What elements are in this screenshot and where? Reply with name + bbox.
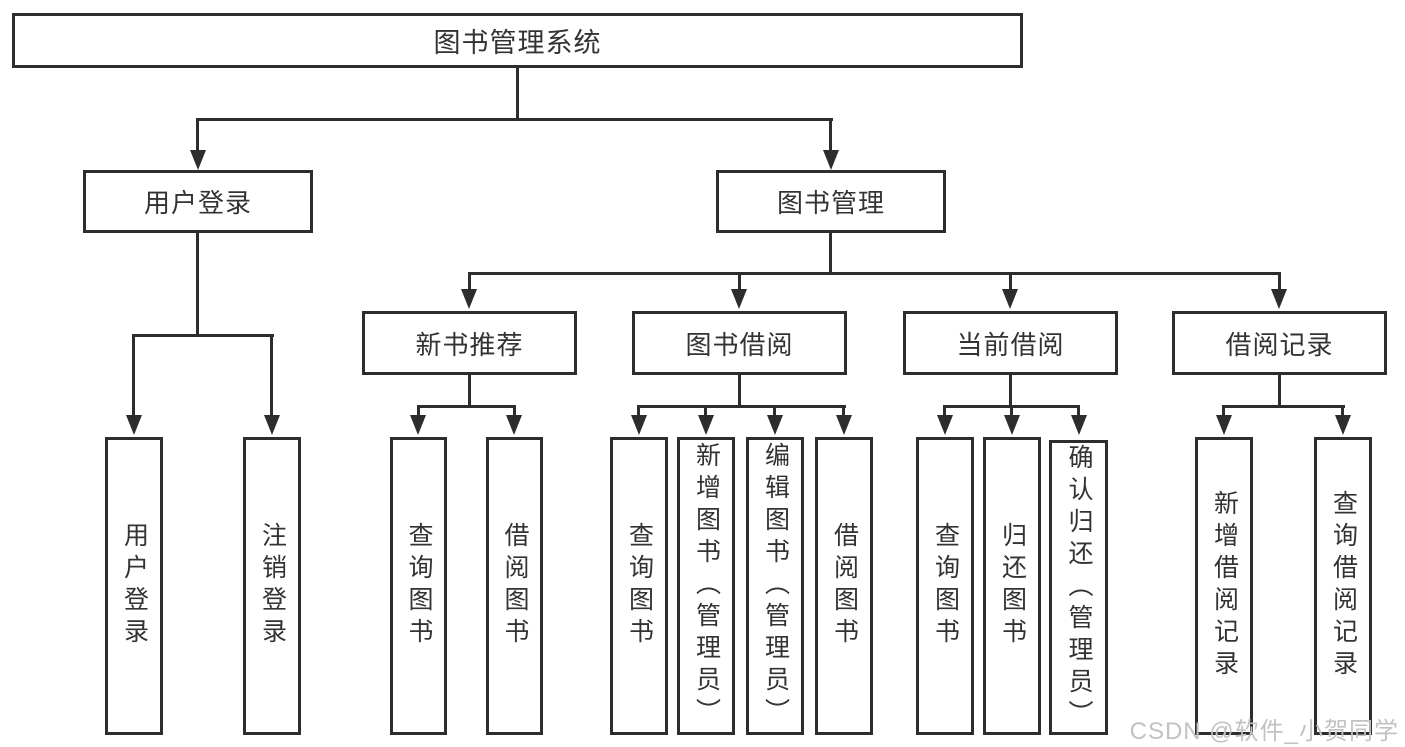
node-current-borrowing: 当前借阅 — [903, 311, 1118, 375]
arrowhead-down-icon — [126, 415, 142, 435]
connector-line — [1278, 375, 1281, 408]
connector-line — [513, 405, 516, 418]
connector-line — [842, 405, 845, 418]
arrowhead-down-icon — [1071, 415, 1087, 435]
arrowhead-down-icon — [823, 150, 839, 170]
leaf-current-confirm-label: 确认归还（管理员） — [1065, 443, 1093, 732]
connector-line — [1222, 405, 1345, 408]
connector-line — [1341, 405, 1344, 418]
arrowhead-down-icon — [767, 415, 783, 435]
arrowhead-down-icon — [1002, 289, 1018, 309]
leaf-newbooks-query-label: 查询图书 — [405, 522, 433, 650]
node-current-borrowing-label: 当前借阅 — [956, 329, 1065, 360]
leaf-records-add-label: 新增借阅记录 — [1210, 490, 1239, 682]
node-book-borrowing: 图书借阅 — [632, 311, 847, 375]
leaf-user-login-label: 用户登录 — [120, 522, 149, 650]
arrowhead-down-icon — [731, 289, 747, 309]
node-book-mgmt: 图书管理 — [716, 170, 946, 233]
leaf-borrowing-add-label: 新增图书（管理员） — [692, 442, 721, 730]
leaf-records-add: 新增借阅记录 — [1195, 437, 1253, 735]
connector-line — [417, 405, 420, 418]
connector-line — [738, 272, 741, 293]
arrowhead-down-icon — [264, 415, 280, 435]
node-new-books-label: 新书推荐 — [415, 329, 524, 360]
connector-line — [1077, 405, 1080, 418]
connector-line — [196, 118, 833, 121]
connector-line — [1222, 405, 1225, 418]
connector-line — [516, 68, 519, 121]
node-book-borrowing-label: 图书借阅 — [685, 329, 794, 360]
arrowhead-down-icon — [461, 289, 477, 309]
node-root-label: 图书管理系统 — [433, 28, 602, 58]
connector-line — [637, 405, 846, 408]
connector-line — [829, 118, 832, 152]
connector-line — [738, 375, 741, 408]
connector-line — [1278, 272, 1281, 293]
connector-line — [132, 334, 274, 337]
leaf-records-query-label: 查询借阅记录 — [1329, 490, 1358, 682]
arrowhead-down-icon — [698, 415, 714, 435]
connector-line — [773, 405, 776, 418]
leaf-current-return: 归还图书 — [983, 437, 1041, 735]
node-user-login: 用户登录 — [83, 170, 313, 233]
connector-line — [1010, 405, 1013, 418]
leaf-current-confirm: 确认归还（管理员） — [1049, 440, 1108, 735]
arrowhead-down-icon — [1335, 415, 1351, 435]
arrowhead-down-icon — [836, 415, 852, 435]
connector-line — [468, 272, 1281, 275]
connector-line — [1009, 375, 1012, 408]
leaf-borrowing-edit-label: 编辑图书（管理员） — [761, 442, 790, 730]
arrowhead-down-icon — [631, 415, 647, 435]
leaf-current-return-label: 归还图书 — [998, 522, 1027, 650]
connector-line — [637, 405, 640, 418]
connector-line — [704, 405, 707, 418]
connector-line — [468, 272, 471, 293]
leaf-newbooks-borrow-label: 借阅图书 — [501, 522, 529, 650]
csdn-watermark: CSDN @软件_小贺同学 — [1129, 718, 1399, 745]
leaf-borrowing-add: 新增图书（管理员） — [677, 437, 735, 735]
connector-line — [829, 233, 832, 275]
leaf-logout-label: 注销登录 — [258, 522, 287, 650]
leaf-records-query: 查询借阅记录 — [1314, 437, 1372, 735]
node-new-books: 新书推荐 — [362, 311, 577, 375]
leaf-newbooks-query: 查询图书 — [390, 437, 447, 735]
leaf-user-login: 用户登录 — [105, 437, 163, 735]
leaf-borrowing-edit: 编辑图书（管理员） — [746, 437, 804, 735]
node-borrow-records-label: 借阅记录 — [1225, 329, 1334, 360]
node-root: 图书管理系统 — [12, 13, 1023, 68]
leaf-current-query-label: 查询图书 — [931, 522, 960, 650]
arrowhead-down-icon — [506, 415, 522, 435]
node-borrow-records: 借阅记录 — [1172, 311, 1387, 375]
leaf-current-query: 查询图书 — [916, 437, 974, 735]
leaf-borrowing-borrow-label: 借阅图书 — [830, 522, 859, 650]
leaf-borrowing-borrow: 借阅图书 — [815, 437, 873, 735]
connector-line — [270, 334, 273, 419]
node-book-mgmt-label: 图书管理 — [776, 188, 885, 218]
connector-line — [417, 405, 516, 408]
connector-line — [196, 233, 199, 337]
arrowhead-down-icon — [1271, 289, 1287, 309]
connector-line — [1009, 272, 1012, 293]
connector-line — [132, 334, 135, 419]
leaf-borrowing-query-label: 查询图书 — [625, 522, 654, 650]
leaf-newbooks-borrow: 借阅图书 — [486, 437, 543, 735]
connector-line — [943, 405, 946, 418]
connector-line — [196, 118, 199, 152]
arrowhead-down-icon — [190, 150, 206, 170]
arrowhead-down-icon — [410, 415, 426, 435]
node-user-login-label: 用户登录 — [143, 188, 252, 218]
arrowhead-down-icon — [1004, 415, 1020, 435]
connector-line — [468, 375, 471, 408]
leaf-logout: 注销登录 — [243, 437, 301, 735]
arrowhead-down-icon — [1216, 415, 1232, 435]
arrowhead-down-icon — [937, 415, 953, 435]
leaf-borrowing-query: 查询图书 — [610, 437, 668, 735]
